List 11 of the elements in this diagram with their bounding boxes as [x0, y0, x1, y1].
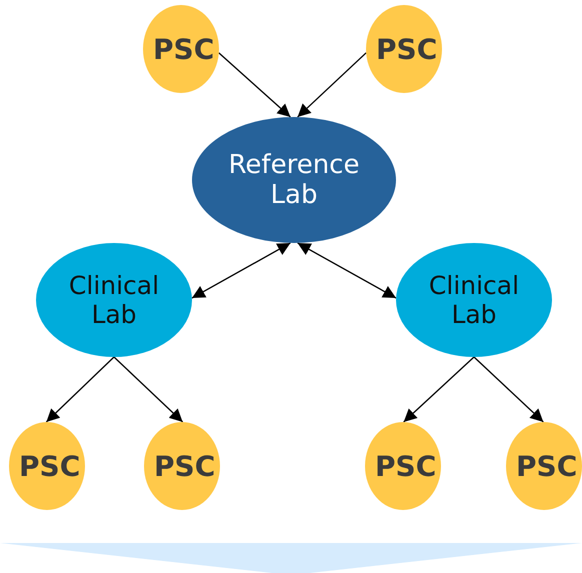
node-label: Clinical Lab [428, 271, 520, 329]
node-label: Reference Lab [228, 150, 360, 210]
arrow [403, 356, 474, 422]
arrow [192, 242, 291, 299]
arrow [114, 356, 184, 422]
arrow [46, 356, 114, 422]
arrow [297, 52, 367, 118]
arrow [218, 52, 291, 118]
node-label: Clinical Lab [68, 271, 160, 329]
arrow [297, 242, 396, 299]
arrow [474, 356, 544, 422]
